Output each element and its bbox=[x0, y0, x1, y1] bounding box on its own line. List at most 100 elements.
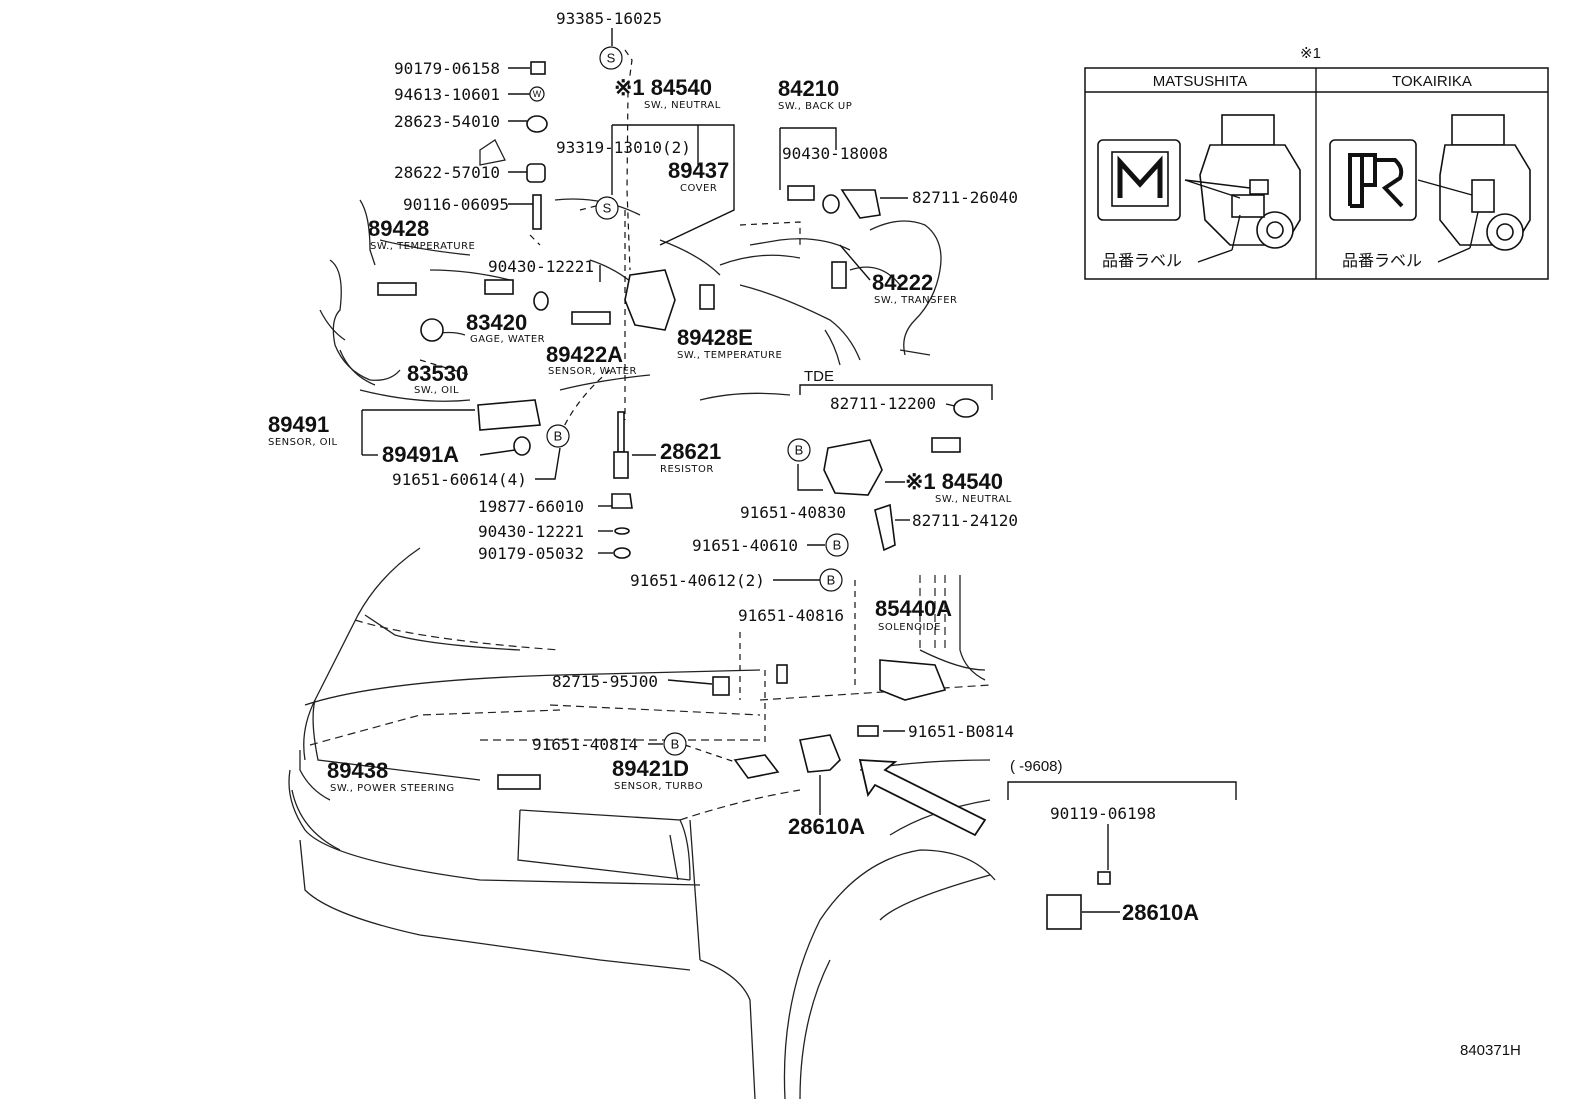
label-89428: 89428 bbox=[368, 216, 429, 241]
label-84210: 84210 bbox=[778, 76, 839, 101]
label-82715-95j00: 82715-95J00 bbox=[552, 672, 658, 691]
label-90179-06158: 90179-06158 bbox=[394, 59, 500, 78]
bolt-91651-b0814 bbox=[857, 725, 879, 737]
label-89421d: 89421D bbox=[612, 756, 689, 781]
marker-s-top bbox=[599, 46, 623, 70]
desc-89491: SENSOR, OIL bbox=[268, 437, 338, 448]
sensor-89428 bbox=[377, 282, 417, 296]
matsushita-switch-drawing bbox=[1184, 114, 1301, 263]
bolt-90119 bbox=[1097, 871, 1111, 885]
leader-lines bbox=[361, 28, 1237, 913]
desc-84222: SW., TRANSFER bbox=[874, 295, 957, 306]
label-91651-40816: 91651-40816 bbox=[738, 606, 844, 625]
solenoid-85440a bbox=[879, 659, 947, 701]
tde-label: TDE bbox=[804, 368, 834, 385]
sensor-89428e bbox=[699, 284, 715, 310]
part-89491a bbox=[513, 436, 531, 456]
inset-col-tokairika: TOKAIRIKA bbox=[1392, 73, 1472, 90]
tokairika-part-label: 品番ラベル bbox=[1342, 251, 1422, 270]
stud-90116 bbox=[532, 194, 542, 230]
label-28621: 28621 bbox=[660, 439, 721, 464]
tokairika-logo bbox=[1329, 139, 1417, 221]
label-84540-upper: ※1 84540 bbox=[614, 75, 712, 100]
inset-mark: ※1 bbox=[1300, 45, 1321, 62]
marker-s-mid-text: S bbox=[603, 201, 612, 216]
label-84222: 84222 bbox=[872, 270, 933, 295]
label-82711-26040: 82711-26040 bbox=[912, 188, 1018, 207]
marker-b-tde-text: B bbox=[795, 443, 804, 458]
dashed-lines bbox=[419, 49, 856, 763]
label-90430-18008: 90430-18008 bbox=[782, 144, 888, 163]
label-90116-06095: 90116-06095 bbox=[403, 195, 509, 214]
marker-b-40610-text: B bbox=[833, 538, 842, 553]
location-arrow bbox=[858, 759, 987, 837]
inset-col-matsushita: MATSUSHITA bbox=[1153, 73, 1247, 90]
w-marker: W bbox=[533, 89, 542, 99]
label-82711-24120: 82711-24120 bbox=[912, 511, 1018, 530]
marker-b-40612 bbox=[819, 568, 843, 592]
label-91651-b0814: 91651-B0814 bbox=[908, 722, 1014, 741]
desc-85440a: SOLENOIDE bbox=[878, 622, 941, 633]
label-89491a: 89491A bbox=[382, 442, 459, 467]
label-83530: 83530 bbox=[407, 361, 468, 386]
bracket-82711-24120 bbox=[874, 503, 896, 552]
desc-83420: GAGE, WATER bbox=[470, 334, 545, 345]
marker-s-mid bbox=[595, 196, 619, 220]
marker-b-tde bbox=[787, 438, 811, 462]
relay-28610a-lower bbox=[1046, 894, 1082, 930]
part-labels: 93385-16025 90179-06158 94613-10601 2862… bbox=[268, 9, 1521, 1059]
sensor-89491 bbox=[477, 399, 541, 431]
label-91651-40612: 91651-40612(2) bbox=[630, 571, 765, 590]
resistor-28621 bbox=[617, 411, 625, 453]
label-90430-12221-upper: 90430-12221 bbox=[488, 257, 594, 276]
desc-89428: SW., TEMPERATURE bbox=[370, 241, 475, 252]
label-83420: 83420 bbox=[466, 310, 527, 335]
desc-84540-tde: SW., NEUTRAL bbox=[935, 494, 1012, 505]
label-91651-40814: 91651-40814 bbox=[532, 735, 638, 754]
label-90119-06198: 90119-06198 bbox=[1050, 804, 1156, 823]
marker-b-40610 bbox=[825, 533, 849, 557]
marker-b-oil-text: B bbox=[554, 429, 563, 444]
label-28610a-lower: 28610A bbox=[1122, 900, 1199, 925]
desc-84540-upper: SW., NEUTRAL bbox=[644, 100, 721, 111]
label-89438: 89438 bbox=[327, 758, 388, 783]
neutral-switch-84540-main bbox=[624, 269, 676, 331]
label-93385-16025: 93385-16025 bbox=[556, 9, 662, 28]
switch-84222 bbox=[831, 261, 847, 289]
washer-90430-12221-lower bbox=[614, 527, 630, 535]
desc-89437: COVER bbox=[680, 183, 717, 194]
spacer-28623 bbox=[526, 115, 548, 133]
desc-89422a: SENSOR, WATER bbox=[548, 366, 637, 377]
sensor-89421d bbox=[733, 754, 780, 779]
label-89491: 89491 bbox=[268, 412, 329, 437]
label-82711-12200: 82711-12200 bbox=[830, 394, 936, 413]
relay-28610a bbox=[799, 734, 841, 773]
desc-89428e: SW., TEMPERATURE bbox=[677, 350, 782, 361]
gasket-90430-18008 bbox=[822, 194, 840, 214]
label-91651-60614: 91651-60614(4) bbox=[392, 470, 527, 489]
desc-28621: RESISTOR bbox=[660, 464, 714, 475]
marker-b-40814 bbox=[663, 732, 687, 756]
label-84540-tde: ※1 84540 bbox=[905, 469, 1003, 494]
bolt-90179-06158 bbox=[530, 61, 546, 75]
clamp-82715 bbox=[712, 676, 730, 696]
matsushita-logo bbox=[1097, 139, 1181, 221]
marker-b-40814-text: B bbox=[671, 737, 680, 752]
switch-89438 bbox=[497, 774, 541, 790]
part-28622 bbox=[526, 163, 546, 183]
tokairika-switch-drawing bbox=[1417, 114, 1531, 263]
label-89437: 89437 bbox=[668, 158, 729, 183]
figure-id: 840371H bbox=[1460, 1042, 1521, 1059]
label-94613-10601: 94613-10601 bbox=[394, 85, 500, 104]
neutral-switch-84540-tde bbox=[823, 439, 883, 496]
circle-markers: S S B B B B B bbox=[546, 46, 849, 756]
label-89428e: 89428E bbox=[677, 325, 753, 350]
sensor-89422a bbox=[571, 311, 611, 325]
label-91651-40610: 91651-40610 bbox=[692, 536, 798, 555]
label-28622-57010: 28622-57010 bbox=[394, 163, 500, 182]
oil-switch-83530 bbox=[420, 318, 444, 342]
bolt-91651-40816 bbox=[776, 664, 788, 684]
label-89422a: 89422A bbox=[546, 342, 623, 367]
desc-84210: SW., BACK UP bbox=[778, 101, 852, 112]
